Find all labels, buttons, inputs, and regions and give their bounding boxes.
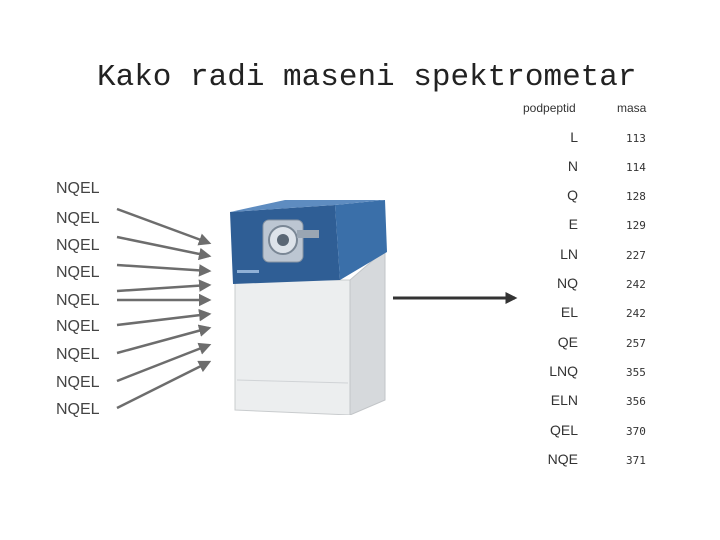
arrow xyxy=(116,279,212,293)
peptide-label: NQEL xyxy=(56,401,100,418)
slide-title: Kako radi maseni spektrometar xyxy=(97,60,637,95)
subpeptide-mass: 242 xyxy=(626,307,646,320)
subpeptide-name: LN xyxy=(560,246,578,262)
subpeptide-name: ELN xyxy=(550,392,578,408)
subpeptide-name: Q xyxy=(567,187,578,203)
subpeptide-name: E xyxy=(568,216,578,232)
subpeptide-mass: 114 xyxy=(626,161,646,174)
column-header-masa: masa xyxy=(617,101,647,115)
subpeptide-name: EL xyxy=(560,304,578,320)
subpeptide-mass: 257 xyxy=(626,337,646,350)
subpeptide-name: LNQ xyxy=(549,363,578,379)
subpeptide-name: QEL xyxy=(549,422,578,438)
column-header-podpeptid: podpeptid xyxy=(523,101,576,115)
subpeptide-mass: 129 xyxy=(626,219,646,232)
arrow xyxy=(116,342,212,383)
subpeptide-name: NQ xyxy=(557,275,578,291)
arrow xyxy=(116,324,212,355)
peptide-label: NQEL xyxy=(56,264,100,281)
peptide-label: NQEL xyxy=(56,237,100,254)
subpeptide-name: L xyxy=(570,129,578,145)
arrow xyxy=(116,235,212,261)
subpeptide-name: NQE xyxy=(547,451,578,467)
subpeptide-mass: 113 xyxy=(626,132,646,145)
subpeptide-name: N xyxy=(567,158,578,174)
subpeptide-mass: 227 xyxy=(626,249,646,262)
peptide-label: NQEL xyxy=(56,374,100,391)
peptide-label: NQEL xyxy=(56,210,100,227)
peptide-label: NQEL xyxy=(56,318,100,335)
subpeptide-mass: 371 xyxy=(626,454,646,467)
arrow xyxy=(116,360,212,410)
arrow xyxy=(116,207,212,246)
subpeptide-mass: 128 xyxy=(626,190,646,203)
peptide-label: NQEL xyxy=(56,180,100,197)
subpeptide-mass: 242 xyxy=(626,278,646,291)
arrow xyxy=(116,308,212,327)
subpeptide-name: QE xyxy=(557,334,578,350)
subpeptide-mass: 370 xyxy=(626,425,646,438)
mass-spectrometer-icon xyxy=(230,200,387,415)
arrow xyxy=(116,263,212,277)
subpeptide-mass: 355 xyxy=(626,366,646,379)
peptide-label: NQEL xyxy=(56,292,100,309)
subpeptide-mass: 356 xyxy=(626,395,646,408)
peptide-label: NQEL xyxy=(56,346,100,363)
